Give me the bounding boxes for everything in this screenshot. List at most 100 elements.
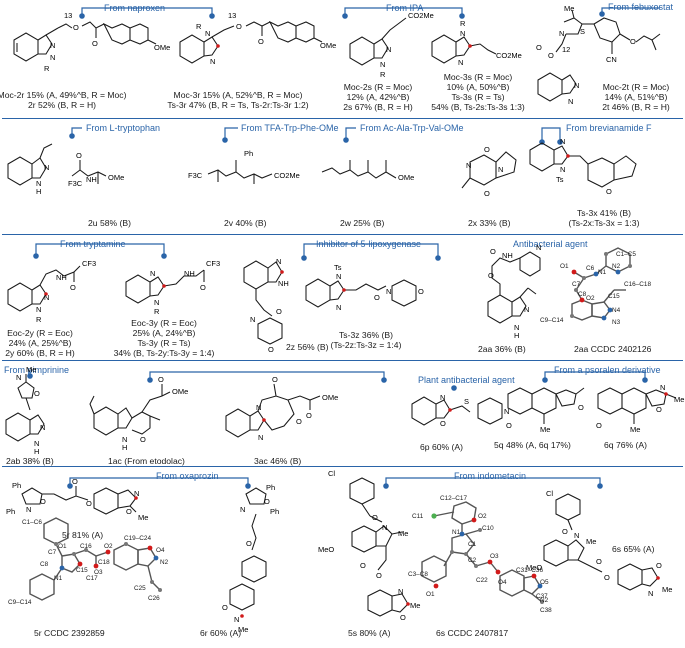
atom-label: N xyxy=(36,305,41,314)
xray-label: C15 xyxy=(608,293,620,300)
xray-label: C12–C17 xyxy=(440,495,468,502)
atom-label: MeO xyxy=(526,563,542,572)
atom-label: S xyxy=(464,397,469,406)
atom-label: Me xyxy=(238,625,248,634)
xray-label: C37 xyxy=(536,593,548,600)
atom-label: O xyxy=(34,389,40,398)
xray-label: N4 xyxy=(612,307,621,314)
xray-label: C38 xyxy=(540,607,552,614)
atom-label: MeO xyxy=(318,545,334,554)
atom-label: O xyxy=(158,375,164,384)
atom-label: N xyxy=(258,433,263,442)
atom-label: R xyxy=(196,22,202,31)
atom-label: N xyxy=(44,293,49,302)
atom-label: N xyxy=(276,257,281,266)
atom-label: N xyxy=(524,305,529,314)
compound-caption: 6q 76% (A) xyxy=(604,440,647,450)
xray-label: O3 xyxy=(94,569,103,576)
atom-label: N xyxy=(50,53,55,62)
atom-label: NH xyxy=(56,273,67,282)
atom-label: OMe xyxy=(108,173,124,182)
xray-label: C19–C24 xyxy=(124,535,152,542)
row-divider xyxy=(2,360,683,361)
xray-label: N1 xyxy=(598,269,607,276)
atom-label: R xyxy=(460,19,466,28)
atom-label: O xyxy=(596,557,602,566)
section-header: From TFA-Trp-Phe-OMe xyxy=(241,123,339,133)
xray-label: C18 xyxy=(98,559,110,566)
atom-label: O xyxy=(92,39,98,48)
xray-label: N1 xyxy=(54,575,63,582)
atom-label: O xyxy=(536,43,542,52)
xray-label: C1–C6 xyxy=(22,519,42,526)
atom-label: 12 xyxy=(562,45,570,54)
atom-label: CF3 xyxy=(82,259,96,268)
section-header: From a psoralen derivative xyxy=(554,365,661,375)
atom-label: NH xyxy=(86,175,97,184)
atom-label: R xyxy=(36,315,42,324)
xray-label: C1 xyxy=(468,541,477,548)
atom-label: N xyxy=(122,435,127,444)
compound-caption: 2v 40% (B) xyxy=(224,218,267,228)
atom-label: CN xyxy=(606,55,617,64)
atom-label: N xyxy=(574,531,579,540)
atom-label: O xyxy=(86,499,92,508)
compound-caption: 2ab 38% (B) xyxy=(6,456,54,466)
xray-label: N3 xyxy=(612,319,621,326)
xray-label: N2 xyxy=(612,263,621,270)
xray-label: C15 xyxy=(76,567,88,574)
atom-label: O xyxy=(506,421,512,430)
atom-label: O xyxy=(40,497,46,506)
atom-label: 13 xyxy=(64,11,72,20)
atom-label: N xyxy=(16,373,21,382)
xray-label: C8 xyxy=(40,561,49,568)
atom-label: N xyxy=(34,439,39,448)
atom-label: O xyxy=(400,613,406,622)
atom-label: R xyxy=(380,70,386,79)
section-header: From tryptamine xyxy=(60,239,126,249)
atom-label: Ph xyxy=(266,483,275,492)
atom-label: N xyxy=(134,489,139,498)
atom-label: Me xyxy=(540,425,550,434)
xray-label: C7 xyxy=(48,549,57,556)
atom-label: Me xyxy=(630,425,640,434)
atom-label: N xyxy=(382,523,387,532)
atom-label: O xyxy=(630,37,636,46)
section-header: From pimprinine xyxy=(4,365,70,375)
compound-caption: 5q 48% (A, 6q 17%) xyxy=(494,440,571,450)
atom-label: CO2Me xyxy=(274,171,300,180)
compound-caption: 2aa 36% (B) xyxy=(478,344,526,354)
atom-label: OMe xyxy=(322,393,338,402)
atom-label: O xyxy=(272,375,278,384)
xray-label: O3 xyxy=(490,553,499,560)
atom-label: O xyxy=(484,145,490,154)
section-header: From brevianamide F xyxy=(566,123,652,133)
section-header: Inhibitor of 5-lipoxygenase xyxy=(316,239,422,249)
atom-label: N xyxy=(40,423,45,432)
atom-label: O xyxy=(548,51,554,60)
atom-label: Me xyxy=(674,395,684,404)
atom-label: N xyxy=(44,163,49,172)
atom-label: Cl xyxy=(546,489,553,498)
atom-label: O xyxy=(296,417,302,426)
xray-label: O2 xyxy=(586,295,595,302)
atom-label: CO2Me xyxy=(408,11,434,20)
atom-label: N xyxy=(36,179,41,188)
atom-label: O xyxy=(488,271,494,280)
xray-label: O1 xyxy=(560,263,569,270)
atom-label: Ph xyxy=(270,507,279,516)
xray-label: C7 xyxy=(572,281,581,288)
atom-label: O xyxy=(562,527,568,536)
xray-label: O4 xyxy=(156,547,165,554)
compound-caption: Moc-2s (R = Moc)12% (A, 42%^B)2s 67% (B,… xyxy=(343,82,413,112)
compound-caption: 6r 60% (A) xyxy=(200,628,242,638)
atom-label: R xyxy=(44,64,50,73)
atom-label: N xyxy=(498,165,503,174)
atom-label: N xyxy=(256,403,261,412)
atom-label: N xyxy=(386,287,391,296)
section-header: From oxaprozin xyxy=(156,471,219,481)
atom-label: N xyxy=(380,60,385,69)
